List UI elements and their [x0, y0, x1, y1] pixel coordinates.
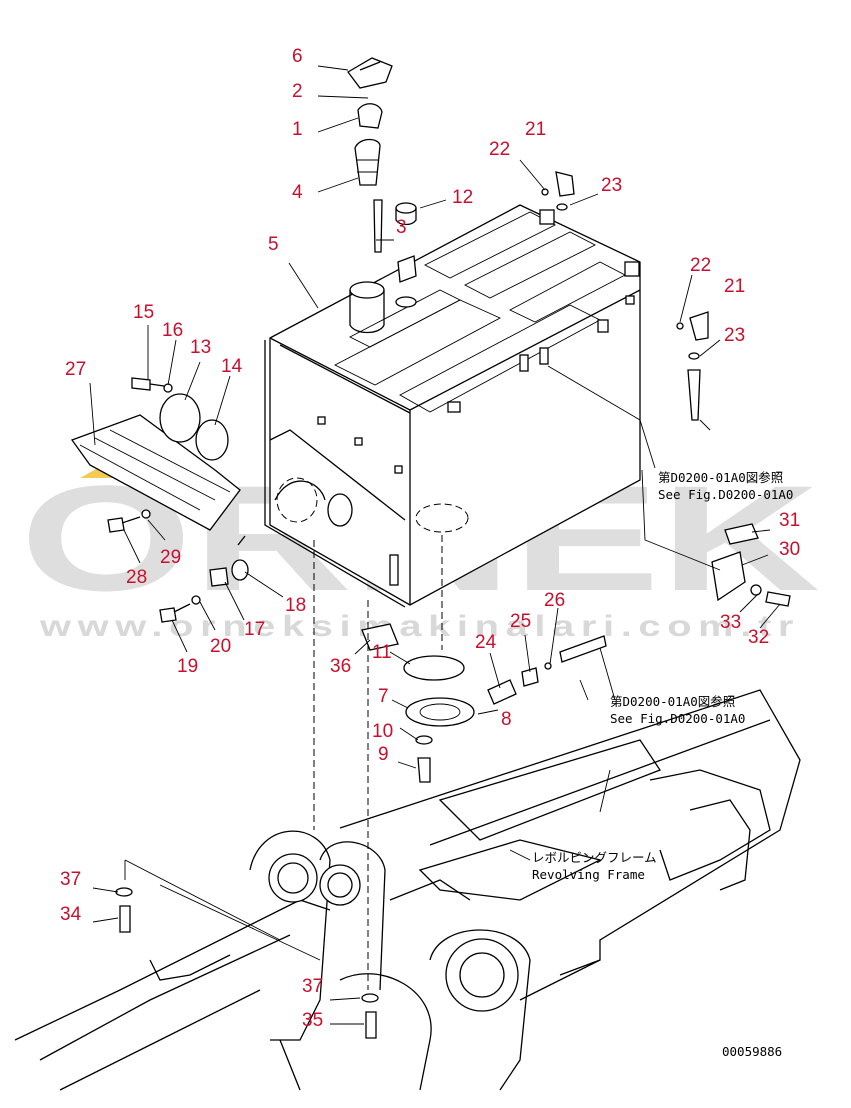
- callout-6: 6: [292, 46, 303, 67]
- callout-21-top: 21: [525, 119, 546, 140]
- callout-21-right: 21: [724, 276, 745, 297]
- watermark-site: www.orneksimakinalari.com.tr: [39, 610, 800, 643]
- callout-16: 16: [162, 320, 183, 341]
- callout-4: 4: [292, 182, 303, 203]
- callout-23-top: 23: [601, 175, 622, 196]
- callout-9: 9: [378, 744, 389, 765]
- callout-11: 11: [372, 642, 392, 663]
- callout-25: 25: [510, 611, 531, 632]
- callout-20: 20: [210, 636, 231, 657]
- callout-13: 13: [190, 337, 211, 358]
- callout-37-bottom: 37: [302, 976, 323, 997]
- frame-label-en: Revolving Frame: [532, 867, 645, 882]
- callout-26: 26: [544, 590, 565, 611]
- callout-8: 8: [501, 709, 512, 730]
- callout-37-left: 37: [60, 869, 81, 890]
- callout-22-right: 22: [690, 255, 711, 276]
- reference-1-en: See Fig.D0200-01A0: [658, 487, 793, 502]
- callout-33: 33: [720, 612, 741, 633]
- frame-label-jp: レボルビングフレーム: [532, 850, 657, 865]
- callout-18: 18: [285, 595, 306, 616]
- parts: [70, 57, 791, 1039]
- revolving-frame: [14, 689, 801, 1091]
- callout-31: 31: [779, 510, 800, 531]
- callout-23-right: 23: [724, 325, 745, 346]
- callout-35: 35: [302, 1010, 323, 1031]
- reference-notes: 第D0200-01A0図参照 See Fig.D0200-01A0 第D0200…: [532, 470, 793, 1059]
- reference-1-jp: 第D0200-01A0図参照: [658, 470, 783, 485]
- callout-24: 24: [475, 632, 497, 653]
- callout-5: 5: [268, 234, 279, 255]
- callout-2: 2: [292, 81, 303, 102]
- callout-27: 27: [65, 359, 86, 380]
- callout-36: 36: [330, 656, 351, 677]
- callout-3: 3: [396, 217, 407, 238]
- callout-34: 34: [60, 904, 82, 925]
- callout-30: 30: [779, 539, 800, 560]
- callout-28: 28: [126, 567, 147, 588]
- callout-14: 14: [221, 356, 243, 377]
- reference-2-en: See Fig.D0200-01A0: [610, 711, 745, 726]
- callout-22-top: 22: [489, 139, 510, 160]
- callout-12: 12: [452, 187, 473, 208]
- drawing-code: 00059886: [722, 1044, 782, 1059]
- callout-15: 15: [133, 302, 154, 323]
- callout-19: 19: [177, 656, 198, 677]
- callout-1: 1: [292, 119, 303, 140]
- hydraulic-tank: [264, 204, 641, 608]
- reference-2-jp: 第D0200-01A0図参照: [610, 694, 735, 709]
- leader-lines: [89, 65, 781, 1025]
- callout-10: 10: [372, 721, 393, 742]
- callouts: 6 2 1 4 3 12 5 22 21 23 22 21 23 15 16 1…: [60, 46, 800, 1031]
- callout-32: 32: [748, 627, 769, 648]
- callout-17: 17: [244, 619, 265, 640]
- callout-7: 7: [378, 686, 389, 707]
- callout-29: 29: [160, 547, 181, 568]
